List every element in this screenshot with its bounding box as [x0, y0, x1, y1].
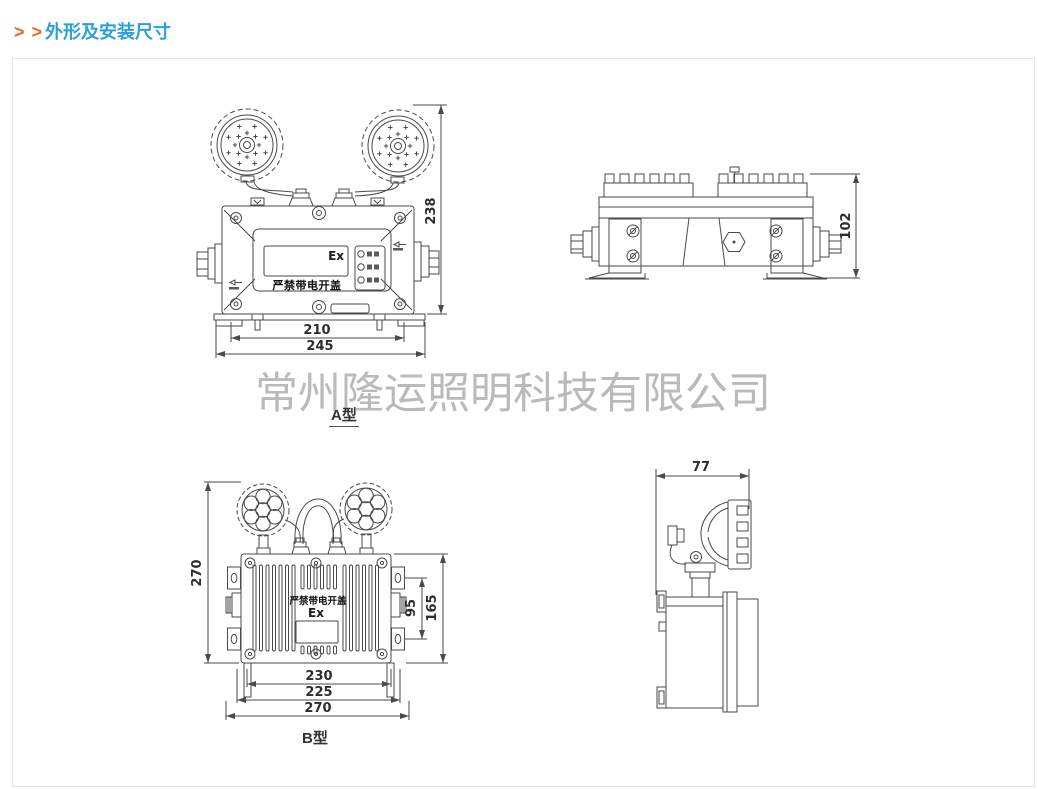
dim-b-bracket-height: 165: [425, 594, 440, 621]
a-front-view-drawing: Ex 严禁带电开盖 238 210 245: [196, 104, 447, 358]
dimension-270-left: 270: [190, 481, 241, 664]
lamp-necks-and-conduits: [240, 175, 405, 207]
header-chevrons-icon: > >: [14, 22, 44, 42]
conduits-b: [256, 498, 374, 555]
lamp-heads-top: [603, 166, 808, 198]
page-title: 外形及安装尺寸: [45, 22, 172, 42]
mounting-bracket: [213, 313, 426, 331]
dimension-77: 77: [655, 460, 750, 595]
a-top-view-drawing: 102: [570, 166, 860, 280]
dim-b-overall-width: 270: [304, 701, 331, 716]
dim-b-inner-width: 230: [305, 669, 332, 684]
b-body: [225, 553, 407, 698]
lamp-heads-b: [236, 482, 393, 537]
dimension-230: 230: [246, 669, 392, 687]
arrow-mark-icon: [392, 241, 406, 248]
dim-a-overall-width: 245: [306, 339, 333, 354]
lamp-heads: [211, 109, 434, 182]
warning-text-a: 严禁带电开盖: [272, 278, 342, 292]
dim-b-hole-span: 95: [404, 599, 419, 617]
display-window: [263, 245, 349, 277]
model-a-label: A型: [329, 404, 359, 427]
cable-curve: [669, 544, 687, 565]
dimension-245: 245: [215, 322, 426, 358]
b-side-view-drawing: 77: [655, 460, 759, 713]
dim-a-mount-width: 210: [303, 323, 330, 338]
model-b-label: B型: [302, 730, 328, 747]
warning-text-b: 严禁带电开盖: [288, 595, 347, 607]
dimension-238: 238: [413, 104, 447, 315]
ex-mark-a: Ex: [328, 249, 344, 263]
dim-b-depth: 77: [692, 460, 710, 475]
indicator-lights: [354, 245, 386, 291]
dimension-165: 165: [394, 553, 448, 664]
dim-b-height: 270: [190, 559, 205, 586]
b-side-body: [656, 590, 759, 713]
arrow-mark-icon: [228, 279, 242, 286]
dimension-95: 95: [404, 577, 427, 640]
dim-b-mid-width: 225: [305, 685, 332, 700]
b-front-view-drawing: 严禁带电开盖 Ex 270 95 165 230 225: [190, 481, 448, 720]
dimension-270-bottom: 270: [225, 701, 410, 720]
dimension-210: 210: [230, 322, 405, 342]
dim-a-depth: 102: [839, 212, 854, 239]
b-side-lamp: [667, 499, 752, 598]
dim-a-height: 238: [424, 197, 439, 224]
a-body: [196, 205, 440, 315]
a-body-top: [570, 196, 842, 280]
ex-mark-b: Ex: [308, 606, 324, 620]
section-header: > >外形及安装尺寸: [14, 18, 171, 44]
dimension-102: 102: [807, 173, 860, 279]
nameplate: [295, 620, 339, 644]
dimension-225: 225: [236, 669, 401, 703]
drawing-panel: Ex 严禁带电开盖 238 210 245: [12, 58, 1035, 787]
